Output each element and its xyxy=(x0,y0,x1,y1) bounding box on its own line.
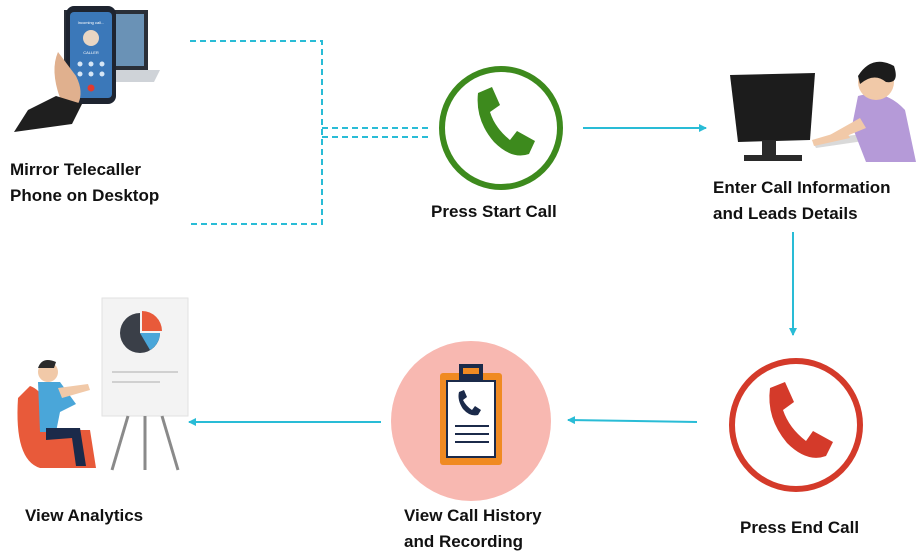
step-label-enter-info-line2: and Leads Details xyxy=(713,204,858,223)
step-label-end-call: Press End Call xyxy=(740,515,859,541)
analytics-presenter-icon xyxy=(17,297,189,471)
step-label-mirror-line1: Mirror Telecaller xyxy=(10,160,142,179)
phone-mirror-icon: Incoming call... CALLER xyxy=(14,6,160,132)
end-call-icon xyxy=(729,358,863,492)
step-label-end-call-line1: Press End Call xyxy=(740,518,860,537)
start-call-icon xyxy=(439,66,563,190)
call-history-icon xyxy=(391,341,551,501)
step-label-history-line2: and Recording xyxy=(404,532,524,551)
step-label-history-line1: View Call History xyxy=(404,506,542,525)
step-label-mirror: Mirror Telecaller Phone on Desktop xyxy=(10,157,159,209)
step-label-start-call: Press Start Call xyxy=(431,199,557,225)
mirror-to-start-connector xyxy=(190,40,428,225)
step-label-enter-info: Enter Call Information and Leads Details xyxy=(713,175,891,227)
step-label-analytics-line1: View Analytics xyxy=(25,506,144,525)
desktop-user-icon xyxy=(730,61,916,162)
step-label-enter-info-line1: Enter Call Information xyxy=(713,178,891,197)
step-label-start-call-line1: Press Start Call xyxy=(431,202,557,221)
end-to-history-arrow xyxy=(567,416,698,425)
step-label-analytics: View Analytics xyxy=(25,503,143,529)
step-label-mirror-line2: Phone on Desktop xyxy=(10,186,160,205)
phone-name-text: CALLER xyxy=(83,50,99,55)
phone-caller-text: Incoming call... xyxy=(78,20,105,25)
step-label-history: View Call History and Recording xyxy=(404,503,542,555)
